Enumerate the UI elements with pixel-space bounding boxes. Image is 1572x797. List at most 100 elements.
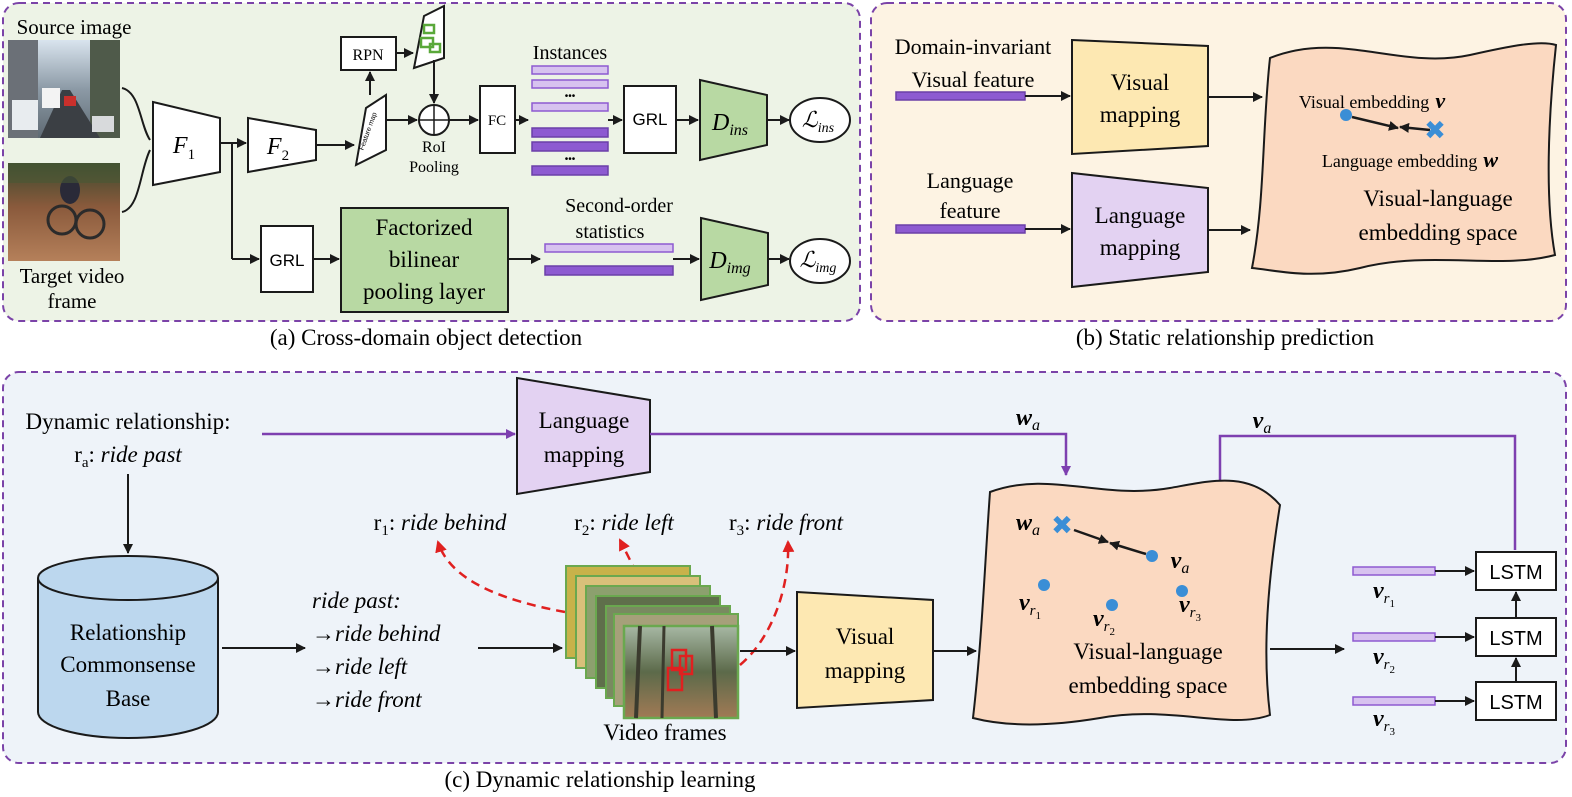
visual-mapping-c-line2: mapping [825, 658, 906, 683]
embedding-space-b [1250, 42, 1558, 275]
vr2-dot [1106, 599, 1118, 611]
bilinear-line2: bilinear [389, 247, 460, 272]
stat-feature-dark [544, 265, 674, 276]
space-b-line2: embedding space [1358, 220, 1517, 245]
r3-label: r3: ride front [729, 510, 844, 539]
language-mapping-c-line1: Language [539, 408, 630, 433]
roi-pooling-node [418, 104, 450, 136]
l-ins-label: ℒins [802, 107, 835, 136]
rpn-label: RPN [352, 47, 384, 64]
lstm-3-block [1475, 681, 1557, 721]
grl-bottom-label: GRL [270, 251, 305, 270]
second-order-line1: Second-order [565, 195, 673, 217]
l-img-label: ℒimg [800, 247, 837, 276]
base-line3: Base [106, 686, 151, 711]
language-mapping-line1: Language [1095, 203, 1186, 228]
video-frames-label: Video frames [603, 720, 726, 745]
l-ins-node [789, 97, 851, 143]
commonsense-base-cylinder [37, 555, 219, 739]
wa-cross: ✖ [1051, 510, 1073, 540]
list-item-3: →ride front [312, 687, 422, 712]
instances-ellipsis-top: ••• [565, 91, 576, 102]
d-ins-label: Dins [711, 110, 748, 139]
grl-top-label: GRL [633, 110, 668, 129]
lstm-1-label: LSTM [1489, 562, 1542, 584]
language-feature-line1: Language [927, 168, 1014, 193]
instances-label: Instances [533, 42, 608, 64]
vr3-bar-label: vr3 [1373, 706, 1396, 738]
panel-a-caption: (a) Cross-domain object detection [270, 325, 583, 350]
space-c-line2: embedding space [1068, 673, 1227, 698]
visual-mapping-block [1071, 38, 1209, 156]
roi-label-line2: Pooling [409, 159, 459, 176]
vr3-bar [1352, 696, 1436, 706]
ra-label: ra: ride past [74, 442, 182, 471]
base-line2: Commonsense [60, 652, 195, 677]
roi-label-line1: RoI [422, 139, 446, 156]
bilinear-line1: Factorized [375, 215, 473, 240]
space-b-line1: Visual-language [1363, 186, 1512, 211]
dashed-arrow-r1 [435, 540, 566, 614]
language-embedding-cross: ✖ [1424, 115, 1446, 145]
lstm-2-block [1475, 617, 1557, 657]
visual-mapping-line2: mapping [1100, 102, 1181, 127]
f1-label: F1 [172, 133, 195, 163]
language-mapping-c-line2: mapping [544, 442, 625, 467]
target-label-line2: frame [48, 289, 97, 313]
f2-block [247, 116, 317, 174]
language-mapping-line2: mapping [1100, 235, 1181, 260]
d-ins-block [699, 78, 768, 162]
language-feature-line2: feature [939, 198, 1000, 223]
vr1-space-label: vr1 [1019, 590, 1041, 622]
instance-features [531, 65, 609, 176]
panel-c: Dynamic relationship: ra: ride past Lang… [2, 371, 1567, 792]
panel-c-border [2, 371, 1567, 764]
space-c-line1: Visual-language [1073, 639, 1222, 664]
vr2-space-label: vr2 [1093, 606, 1115, 638]
visual-feature-bar [895, 91, 1026, 101]
stat-feature-light [544, 243, 674, 253]
domain-invariant-label: Domain-invariant [895, 34, 1051, 59]
language-mapping-c-block [516, 376, 651, 496]
va-space-label: va [1171, 548, 1190, 577]
vr3-space-label: vr3 [1179, 592, 1202, 624]
instances-ellipsis-bottom: ••• [565, 154, 576, 165]
visual-mapping-line1: Visual [1111, 70, 1170, 95]
panel-a: Source image Target video frame F1 [2, 2, 861, 350]
visual-embedding-dot [1340, 109, 1352, 121]
r2-label: r2: ride left [574, 510, 674, 539]
target-label-line1: Target video [20, 264, 125, 288]
fc-label: FC [488, 113, 506, 129]
d-img-block [700, 216, 769, 302]
vr1-dot [1038, 579, 1050, 591]
f1-block [152, 100, 221, 187]
bilinear-pooling-block [340, 207, 509, 313]
visual-feature-label: Visual feature [912, 67, 1035, 92]
wa-label: wa [1016, 405, 1040, 434]
visual-mapping-c-block [796, 590, 934, 710]
embedding-space-c [971, 479, 1282, 726]
l-img-node [789, 238, 851, 284]
source-image [8, 40, 120, 138]
vr2-bar-label: vr2 [1373, 644, 1395, 676]
panel-b-caption: (b) Static relationship prediction [1076, 325, 1375, 350]
d-img-label: Dimg [708, 248, 750, 277]
lstm-2-label: LSTM [1489, 628, 1542, 650]
video-frames-stack [565, 565, 740, 720]
dynamic-relationship-label: Dynamic relationship: [25, 409, 230, 434]
vr1-bar-label: vr1 [1373, 578, 1395, 610]
bilinear-line3: pooling layer [363, 279, 485, 304]
lstm-1-block [1475, 551, 1557, 591]
list-item-1: →ride behind [312, 621, 441, 646]
second-order-line2: statistics [576, 221, 645, 243]
language-mapping-block [1071, 171, 1209, 289]
list-item-2: →ride left [312, 654, 408, 679]
source-image-label: Source image [17, 15, 132, 39]
vr1-bar [1352, 566, 1436, 576]
r1-label: r1: ride behind [374, 510, 507, 539]
language-feature-bar [895, 224, 1026, 234]
vr3-dot [1176, 585, 1188, 597]
